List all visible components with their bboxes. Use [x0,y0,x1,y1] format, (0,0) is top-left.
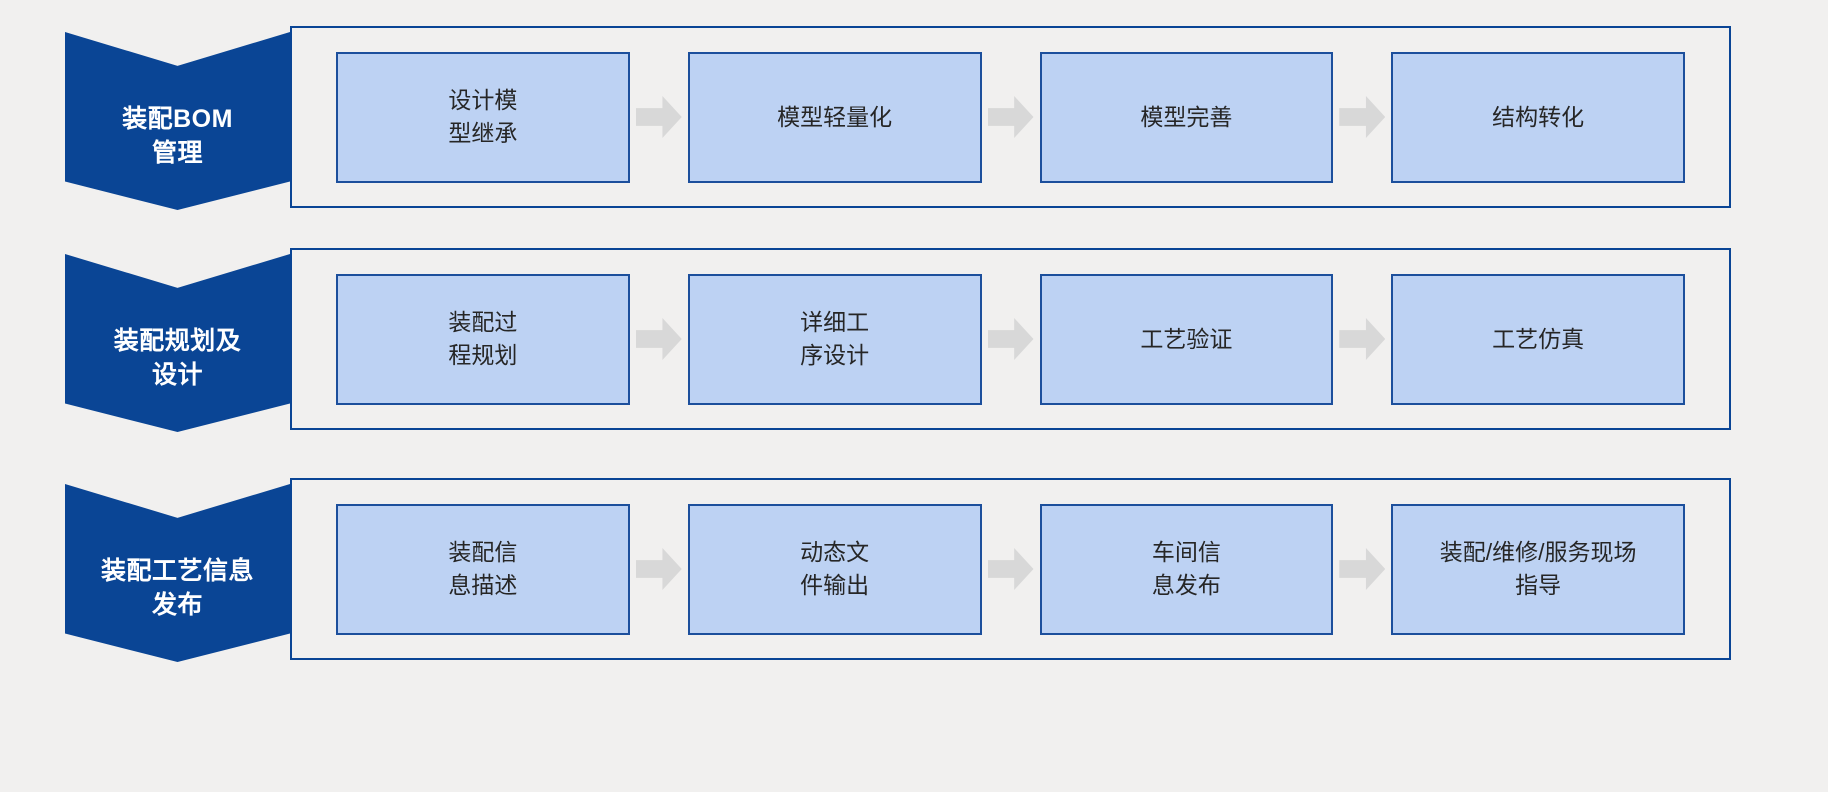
process-node[interactable]: 工艺仿真 [1391,273,1685,405]
connector [982,94,1040,140]
phase-steps-container-1: 设计模 型继承 模型轻量化 模型完善 结构转化 [290,26,1731,208]
right-arrow-icon [987,318,1034,360]
right-arrow-icon [1339,96,1386,138]
phase-band-label-1: 装配BOM 管理 [122,104,233,168]
process-row-2: 装配规划及 设计 装配过 程规划 详细工 序设计 工艺验证 工艺仿真 [0,240,1828,440]
process-node-label: 装配信 息描述 [448,539,518,598]
connector [630,94,688,140]
process-node[interactable]: 设计模 型继承 [336,51,630,183]
phase-band-1[interactable]: 装配BOM 管理 [65,32,290,210]
right-arrow-icon [1339,318,1386,360]
phase-band-label-3: 装配工艺信息 发布 [100,556,254,620]
process-node[interactable]: 装配过 程规划 [336,273,630,405]
process-node[interactable]: 车间信 息发布 [1039,503,1334,635]
connector [1333,94,1391,140]
process-node-label: 动态文 件输出 [800,539,870,598]
right-arrow-icon [635,318,682,360]
process-node[interactable]: 动态文 件输出 [687,503,982,635]
process-row-3: 装配工艺信息 发布 装配信 息描述 动态文 件输出 车间信 息发布 装配/维修/ [0,470,1828,670]
right-arrow-icon [1339,548,1386,590]
connector [1333,316,1391,362]
process-node[interactable]: 模型轻量化 [687,51,982,183]
process-node[interactable]: 详细工 序设计 [687,273,982,405]
process-node-label: 设计模 型继承 [448,87,518,146]
phase-steps-container-3: 装配信 息描述 动态文 件输出 车间信 息发布 装配/维修/服务现场 指导 [290,478,1731,660]
process-row-1: 装配BOM 管理 设计模 型继承 模型轻量化 模型完善 结构转化 [0,18,1828,218]
process-node-label: 工艺仿真 [1492,325,1585,352]
phase-band-2[interactable]: 装配规划及 设计 [65,254,290,432]
phase-steps-container-2: 装配过 程规划 详细工 序设计 工艺验证 工艺仿真 [290,248,1731,430]
right-arrow-icon [987,96,1034,138]
connector [1333,546,1391,592]
phase-band-label-2: 装配规划及 设计 [113,326,242,390]
process-node-label: 车间信 息发布 [1151,539,1221,598]
process-node[interactable]: 模型完善 [1039,51,1334,183]
process-node-label: 详细工 序设计 [800,309,870,368]
right-arrow-icon [635,96,682,138]
process-node-label: 模型轻量化 [777,103,893,130]
connector [982,316,1040,362]
process-node-label: 装配/维修/服务现场 指导 [1439,539,1637,598]
connector [982,546,1040,592]
process-node-label: 模型完善 [1140,103,1233,130]
process-node-label: 装配过 程规划 [448,309,518,368]
process-node[interactable]: 装配信 息描述 [336,503,630,635]
connector [630,546,688,592]
process-node[interactable]: 结构转化 [1391,51,1685,183]
right-arrow-icon [987,548,1034,590]
process-node-label: 结构转化 [1492,103,1585,130]
phase-band-3[interactable]: 装配工艺信息 发布 [65,484,290,662]
right-arrow-icon [635,548,682,590]
connector [630,316,688,362]
process-node[interactable]: 工艺验证 [1039,273,1334,405]
process-node-label: 工艺验证 [1140,325,1233,352]
process-node[interactable]: 装配/维修/服务现场 指导 [1391,503,1685,635]
